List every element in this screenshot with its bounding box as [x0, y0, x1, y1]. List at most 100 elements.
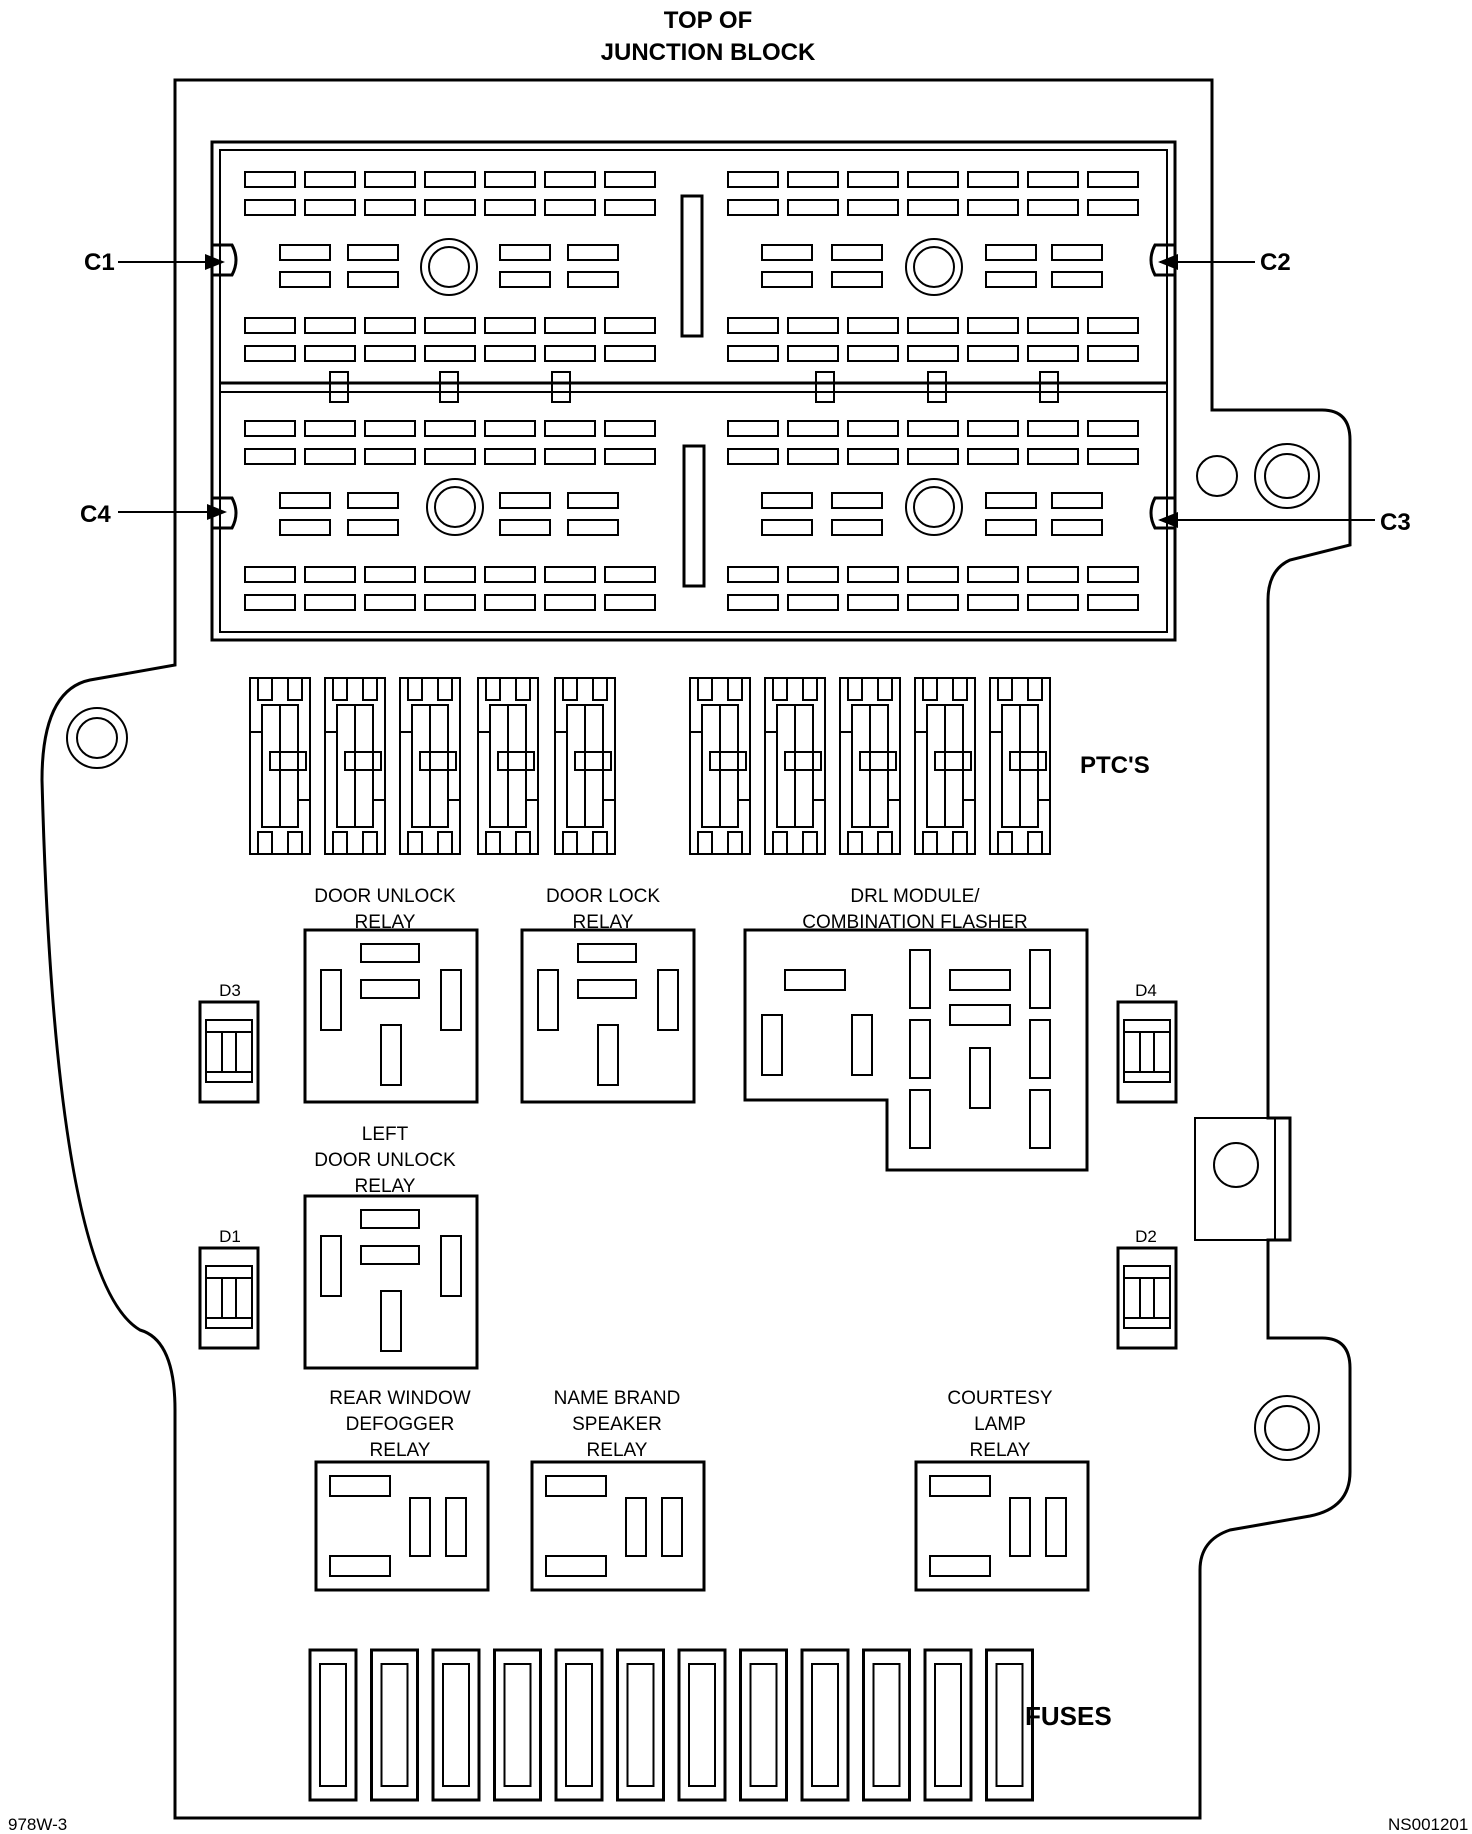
- connector-pin: [1087, 566, 1139, 583]
- fuse: [308, 1648, 358, 1802]
- name-brand-relay-label-2: SPEAKER: [572, 1414, 662, 1435]
- door-unlock-relay: [303, 928, 479, 1104]
- connector-pin: [967, 171, 1019, 188]
- connector-pin: [907, 566, 959, 583]
- fuse: [800, 1648, 850, 1802]
- connector-pin: [847, 420, 899, 437]
- fuse: [616, 1648, 665, 1802]
- drl-module-socket: [743, 928, 1089, 1172]
- connector-pin: [304, 420, 356, 437]
- connector-pin: [727, 345, 779, 362]
- fuse: [985, 1648, 1034, 1802]
- fuse: [862, 1648, 911, 1802]
- connector-pin: [787, 199, 839, 216]
- connector-pin: [364, 566, 416, 583]
- connector-pin: [544, 171, 596, 188]
- connector-pin: [347, 244, 399, 261]
- fuse: [370, 1648, 419, 1802]
- connector-pin: [364, 420, 416, 437]
- ptc: [989, 677, 1051, 855]
- connector-pin: [484, 345, 536, 362]
- connector-pin: [364, 594, 416, 611]
- ptc: [554, 677, 616, 855]
- connector-pin: [244, 594, 296, 611]
- left-door-unlock-relay: [303, 1194, 479, 1370]
- ptc-group: [249, 677, 1051, 855]
- keying-slot: [682, 444, 706, 588]
- ptc: [914, 677, 976, 855]
- connector-pin: [761, 244, 813, 261]
- connector-pin: [1051, 492, 1103, 509]
- door-lock-relay-label-2: RELAY: [573, 912, 634, 933]
- connector-pin: [364, 199, 416, 216]
- name-brand-relay-label-3: RELAY: [587, 1440, 648, 1461]
- connector-pin: [1027, 199, 1079, 216]
- connector-pin: [985, 519, 1037, 536]
- connector-pin: [727, 171, 779, 188]
- title-line-1: TOP OF: [664, 7, 752, 34]
- connector-pin: [347, 492, 399, 509]
- connector-pin: [304, 199, 356, 216]
- fuse: [554, 1648, 604, 1802]
- door-lock-relay-label-1: DOOR LOCK: [546, 886, 660, 907]
- connector-pin: [604, 199, 656, 216]
- connector-pin: [304, 594, 356, 611]
- connector-pin: [787, 594, 839, 611]
- mounting-hole: [66, 707, 128, 769]
- connector-pin: [304, 566, 356, 583]
- connector-pin: [364, 171, 416, 188]
- ptc: [477, 677, 539, 855]
- connector-pin: [985, 244, 1037, 261]
- connector-block: [210, 140, 1177, 642]
- connector-pin: [761, 492, 813, 509]
- connector-pin: [244, 566, 296, 583]
- connector-pin: [787, 345, 839, 362]
- connector-pin: [1027, 171, 1079, 188]
- connector-pin: [1027, 420, 1079, 437]
- connector-pin: [727, 594, 779, 611]
- connector-pin: [279, 492, 331, 509]
- ptc: [689, 677, 751, 855]
- courtesy-lamp-relay: [914, 1460, 1090, 1592]
- connector-pin: [604, 420, 656, 437]
- relay-group: [303, 928, 1090, 1592]
- connector-pin: [787, 420, 839, 437]
- rear-window-defogger-relay: [314, 1460, 490, 1592]
- door-unlock-relay-label-2: RELAY: [355, 912, 416, 933]
- connector-pin: [347, 271, 399, 288]
- connector-pin: [847, 171, 899, 188]
- connector-pin: [279, 271, 331, 288]
- connector-pin: [567, 492, 619, 509]
- rear-window-relay-label-3: RELAY: [370, 1440, 431, 1461]
- drl-module-label-2: COMBINATION FLASHER: [802, 912, 1028, 933]
- connector-pin: [484, 317, 536, 334]
- connector-pin: [364, 317, 416, 334]
- connector-pin: [1087, 420, 1139, 437]
- fuse: [923, 1648, 973, 1802]
- connector-pin: [499, 271, 551, 288]
- connector-pin: [831, 244, 883, 261]
- connector-pin: [364, 448, 416, 465]
- connector-pin: [424, 317, 476, 334]
- connector-pin: [484, 448, 536, 465]
- connector-pin: [1027, 448, 1079, 465]
- connector-c1-label: C1: [84, 249, 115, 276]
- connector-pin: [424, 448, 476, 465]
- connector-pin: [1087, 171, 1139, 188]
- connector-pin: [244, 345, 296, 362]
- diode-d1: [198, 1246, 260, 1350]
- fuse-group: [308, 1648, 1034, 1802]
- connector-pin: [727, 420, 779, 437]
- connector-c3-label: C3: [1380, 509, 1411, 536]
- connector-pin: [727, 566, 779, 583]
- ptc: [839, 677, 901, 855]
- connector-latch: [426, 478, 484, 536]
- connector-pin: [304, 171, 356, 188]
- drl-module-terminals: [761, 949, 1051, 1149]
- connector-pin: [499, 519, 551, 536]
- connector-pin: [244, 171, 296, 188]
- connector-pin: [967, 345, 1019, 362]
- connector-pin: [244, 199, 296, 216]
- diode-d2: [1116, 1246, 1178, 1350]
